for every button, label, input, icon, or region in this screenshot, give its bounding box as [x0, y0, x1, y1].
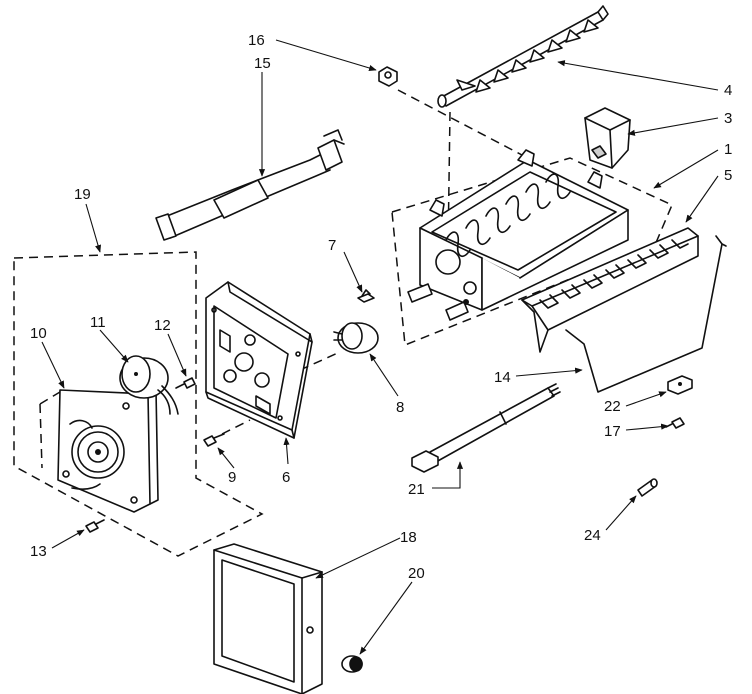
screw-9-alignment-line	[221, 419, 251, 435]
callout-11: 11	[90, 314, 106, 331]
stripper-part	[521, 227, 699, 353]
callout-9: 9	[228, 469, 236, 486]
callout-13: 13	[30, 543, 47, 560]
callout-15: 15	[254, 55, 271, 72]
callout-17: 17	[604, 423, 621, 440]
bracket-part	[667, 375, 693, 395]
callout-12: 12	[154, 317, 171, 334]
callout-24: 24	[584, 527, 601, 544]
knob-part	[341, 655, 363, 673]
clip-7-part	[357, 289, 375, 303]
motor-part	[119, 355, 179, 415]
bearing-clip-part	[378, 66, 398, 87]
callout-labels: 16 15 4 3 1 5 19 7 11 12 10 8 14 22 17 9…	[30, 32, 732, 582]
callout-14: 14	[494, 369, 511, 386]
shutoff-arm-part	[565, 235, 727, 393]
wire-harness-part	[411, 383, 561, 473]
wiring-harness-part	[155, 129, 345, 241]
callout-6: 6	[282, 469, 290, 486]
callout-7: 7	[328, 237, 336, 254]
cover-part	[213, 543, 323, 694]
module-plate-part	[57, 389, 159, 513]
callout-5: 5	[724, 167, 732, 184]
plate-side-dash	[39, 403, 43, 469]
callout-18: 18	[400, 529, 417, 546]
pin-24-part	[637, 478, 658, 497]
ice-mold-part	[407, 149, 629, 321]
callout-19: 19	[74, 186, 91, 203]
ejector-shaft-part	[437, 5, 609, 108]
plate-outline-dash	[39, 391, 61, 405]
housing-part	[205, 281, 313, 439]
callout-16: 16	[248, 32, 265, 49]
fill-cup-part	[584, 107, 631, 169]
clip-alignment-line	[397, 89, 523, 156]
callout-20: 20	[408, 565, 425, 582]
screw-13-part	[85, 519, 105, 533]
module-group-outline	[13, 251, 264, 557]
callout-3: 3	[724, 110, 732, 127]
screw-9-part	[203, 433, 225, 447]
callout-22: 22	[604, 398, 621, 415]
screw-17-part	[665, 417, 685, 429]
shaft-alignment-line	[447, 111, 451, 251]
callout-4: 4	[724, 82, 732, 99]
callout-10: 10	[30, 325, 47, 342]
thermostat-part	[333, 322, 379, 354]
callout-8: 8	[396, 399, 404, 416]
callout-21: 21	[408, 481, 425, 498]
leader-lines	[41, 39, 719, 655]
screw-12-part	[175, 377, 196, 389]
callout-1: 1	[724, 141, 732, 158]
